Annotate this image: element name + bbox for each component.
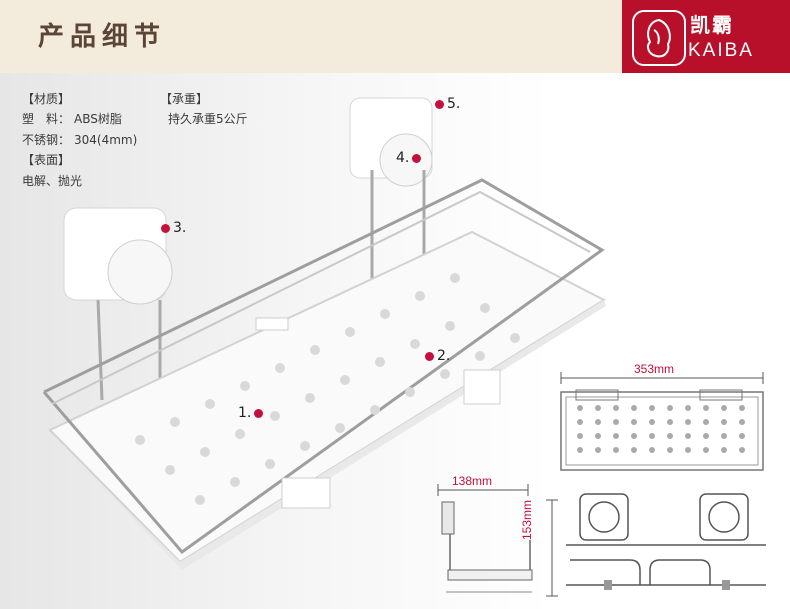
- material-heading: 【材质】: [22, 92, 71, 106]
- marker-dot-icon: [425, 351, 434, 361]
- front-view-plate-right: [699, 493, 749, 541]
- steel-label: 不锈钢：: [22, 133, 71, 147]
- front-view-plate-left: [579, 493, 629, 541]
- brand-name-en: KAIBA: [688, 40, 754, 61]
- load-heading: 【承重】: [160, 92, 209, 106]
- suction-knob-right: [379, 133, 433, 187]
- side-view-plate: [441, 501, 455, 535]
- marker-5-label: 5.: [447, 96, 461, 112]
- marker-dot-icon: [435, 99, 444, 109]
- plastic-row: 塑 料：ABS树脂: [22, 110, 122, 127]
- length-dimension: 353mm: [634, 362, 675, 376]
- steel-row: 不锈钢：304(4mm): [22, 131, 137, 148]
- tray-clip-back: [255, 317, 289, 331]
- marker-dot-icon: [254, 408, 264, 418]
- steel-value: 304(4mm): [74, 133, 138, 147]
- surface-value: 电解、抛光: [22, 174, 83, 188]
- marker-4: 4.: [396, 150, 424, 166]
- drain-holes: [135, 273, 520, 505]
- marker-dot-icon: [161, 223, 170, 233]
- plastic-label: 塑 料：: [22, 112, 71, 126]
- suction-knob-left: [107, 239, 173, 305]
- surface-heading: 【表面】: [22, 153, 71, 167]
- page-title: 产品细节: [38, 22, 167, 52]
- tray-clip-front: [281, 477, 331, 509]
- top-view-holes: [577, 405, 745, 453]
- marker-1-label: 1.: [238, 405, 252, 421]
- top-view-outline: [560, 391, 764, 471]
- plastic-value: ABS树脂: [74, 112, 122, 126]
- marker-2: 2.: [422, 348, 450, 364]
- header-bar: [0, 0, 620, 73]
- wire-rail: [42, 178, 605, 555]
- marker-3-label: 3.: [173, 220, 187, 236]
- height-dimension: 153mm: [520, 499, 534, 540]
- lion-emblem-icon: [632, 10, 686, 66]
- load-value: 持久承重5公斤: [168, 112, 248, 126]
- brand-logo: 凯霸 KAIBA: [622, 0, 790, 73]
- marker-4-label: 4.: [396, 150, 410, 166]
- marker-5: 5.: [432, 96, 460, 112]
- tray-clip-right: [463, 369, 501, 405]
- marker-1: 1.: [238, 405, 266, 421]
- marker-3: 3.: [158, 220, 186, 236]
- brand-name-cn: 凯霸: [690, 13, 734, 37]
- depth-dimension: 138mm: [452, 474, 493, 488]
- header-band: 产品细节 凯霸 KAIBA: [0, 0, 790, 73]
- marker-dot-icon: [412, 153, 422, 163]
- marker-2-label: 2.: [437, 348, 451, 364]
